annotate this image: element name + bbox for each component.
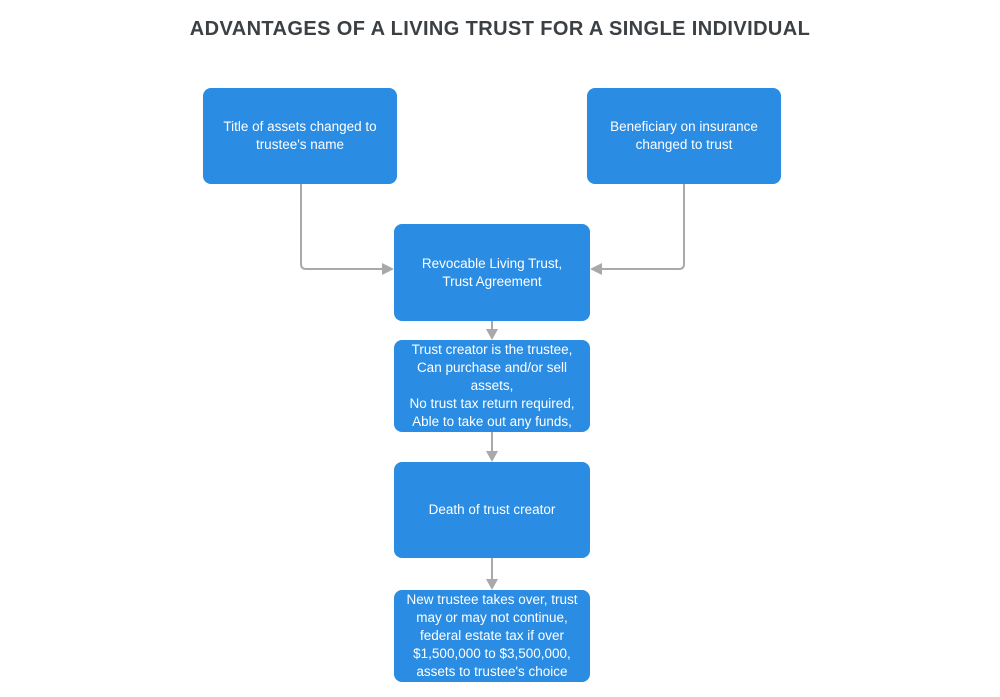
node-label: Revocable Living Trust, Trust Agreement bbox=[421, 255, 563, 289]
node-label: Death of trust creator bbox=[428, 502, 556, 517]
arrowhead-left-icon bbox=[590, 263, 602, 275]
node-title-of-assets: Title of assets changed to trustee's nam… bbox=[203, 88, 397, 184]
connector-trustee-powers-to-death bbox=[486, 432, 498, 462]
arrowhead-down-icon bbox=[486, 579, 498, 590]
node-insurance-beneficiary: Beneficiary on insurance changed to trus… bbox=[587, 88, 781, 184]
arrowhead-right-icon bbox=[382, 263, 394, 275]
node-death-of-trust-creator: Death of trust creator bbox=[394, 462, 590, 558]
node-label: New trustee takes over, trust may or may… bbox=[406, 592, 578, 679]
node-revocable-living-trust: Revocable Living Trust, Trust Agreement bbox=[394, 224, 590, 321]
connector-trust-to-trustee-powers bbox=[486, 321, 498, 340]
arrowhead-down-icon bbox=[486, 451, 498, 462]
arrowhead-down-icon bbox=[486, 329, 498, 340]
connector-assets-to-trust bbox=[300, 184, 394, 275]
diagram-title: ADVANTAGES OF A LIVING TRUST FOR A SINGL… bbox=[189, 18, 811, 40]
node-label: Trust creator is the trustee, Can purcha… bbox=[409, 342, 575, 429]
node-new-trustee-takes-over: New trustee takes over, trust may or may… bbox=[394, 590, 590, 682]
connector-death-to-new-trustee bbox=[486, 558, 498, 590]
node-trustee-powers: Trust creator is the trustee, Can purcha… bbox=[394, 340, 590, 432]
node-label: Title of assets changed to trustee's nam… bbox=[223, 119, 377, 152]
connector-beneficiary-to-trust bbox=[590, 184, 685, 275]
node-label: Beneficiary on insurance changed to trus… bbox=[610, 119, 758, 152]
